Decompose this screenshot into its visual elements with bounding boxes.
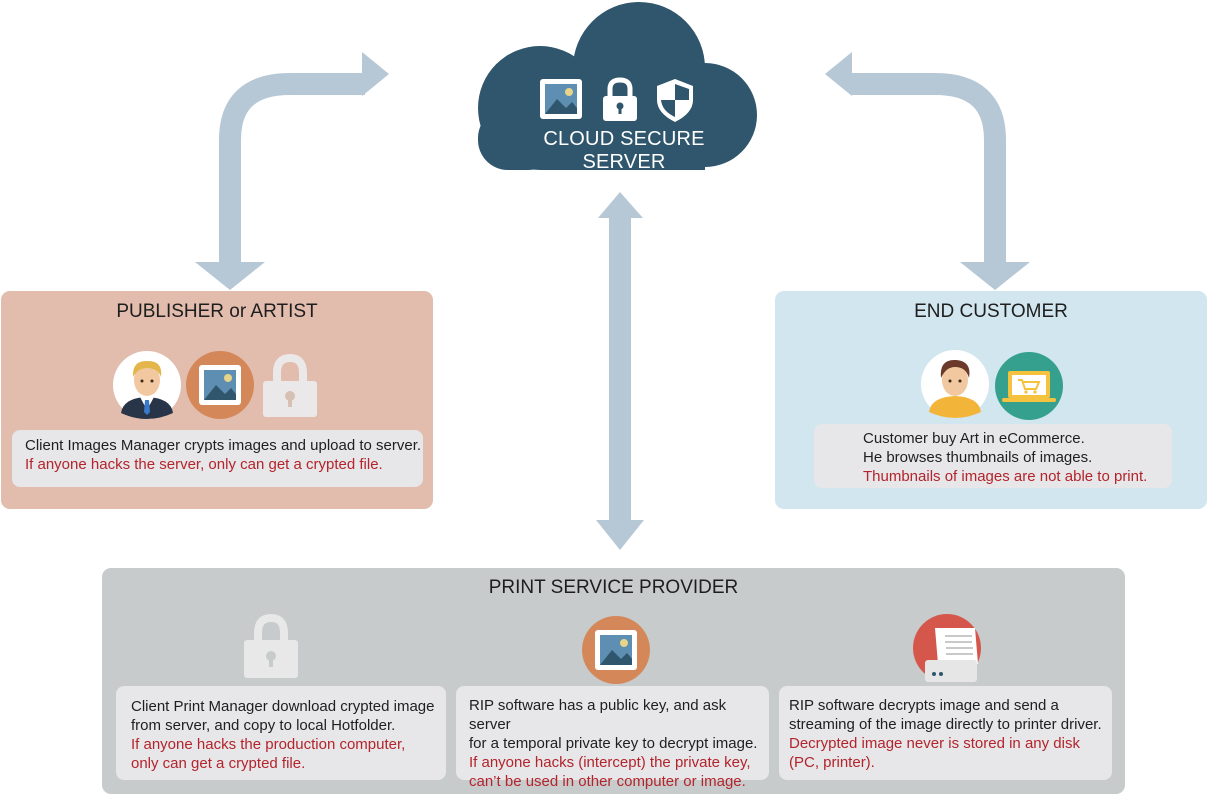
step-3-warning-2: (PC, printer). (789, 754, 875, 771)
provider-step-download: Client Print Manager download crypted im… (116, 686, 446, 780)
step-1-line-1: Client Print Manager download crypted im… (131, 698, 435, 715)
provider-step-rip-key: RIP software has a public key, and ask s… (456, 686, 769, 790)
customer-note-line-1: Customer buy Art in eCommerce. (863, 430, 1085, 447)
provider-lock-icon (244, 613, 298, 678)
customer-server-arrow (825, 52, 1030, 290)
customer-note: Customer buy Art in eCommerce. He browse… (814, 424, 1172, 488)
step-2-warning-1: If anyone hacks (intercept) the private … (469, 754, 751, 771)
provider-title: PRINT SERVICE PROVIDER (488, 577, 739, 598)
step-1-line-2: from server, and copy to local Hotfolder… (131, 717, 396, 734)
customer-avatar-icon (921, 350, 989, 418)
publisher-server-arrow (195, 52, 389, 290)
step-1-warning-1: If anyone hacks the production computer, (131, 736, 406, 753)
step-3-line-1: RIP software decrypts image and send a (789, 697, 1059, 714)
server-provider-arrow (596, 192, 644, 550)
step-1-warning-2: only can get a crypted file. (131, 755, 306, 772)
cloud-label: CLOUD SECURE SERVER (543, 128, 705, 173)
printer-icon (913, 614, 981, 682)
businessman-avatar-icon (113, 351, 181, 419)
customer-warning: Thumbnails of images are not able to pri… (863, 468, 1148, 485)
publisher-lock-icon (263, 353, 317, 417)
cloud-shield-icon (657, 79, 693, 122)
step-3-line-2: streaming of the image directly to print… (789, 716, 1102, 733)
cloud-image-icon (540, 79, 582, 119)
step-2-warning-2: can’t be used in other computer or image… (469, 773, 746, 790)
customer-title: END CUSTOMER (914, 301, 1068, 322)
publisher-note: Client Images Manager crypts images and … (12, 430, 423, 487)
laptop-cart-icon (995, 352, 1063, 420)
publisher-warning: If anyone hacks the server, only can get… (25, 456, 383, 473)
step-2-line-1: RIP software has a public key, and ask s… (469, 697, 727, 733)
provider-image-icon (582, 616, 650, 684)
cloud-lock-icon (603, 77, 637, 121)
publisher-title: PUBLISHER or ARTIST (116, 301, 318, 322)
publisher-image-icon (186, 351, 254, 419)
step-3-warning-1: Decrypted image never is stored in any d… (789, 735, 1080, 752)
provider-step-decrypt: RIP software decrypts image and send a s… (779, 686, 1112, 780)
publisher-note-line: Client Images Manager crypts images and … (25, 437, 422, 454)
step-2-line-2: for a temporal private key to decrypt im… (469, 735, 758, 752)
customer-note-line-2: He browses thumbnails of images. (863, 449, 1093, 466)
